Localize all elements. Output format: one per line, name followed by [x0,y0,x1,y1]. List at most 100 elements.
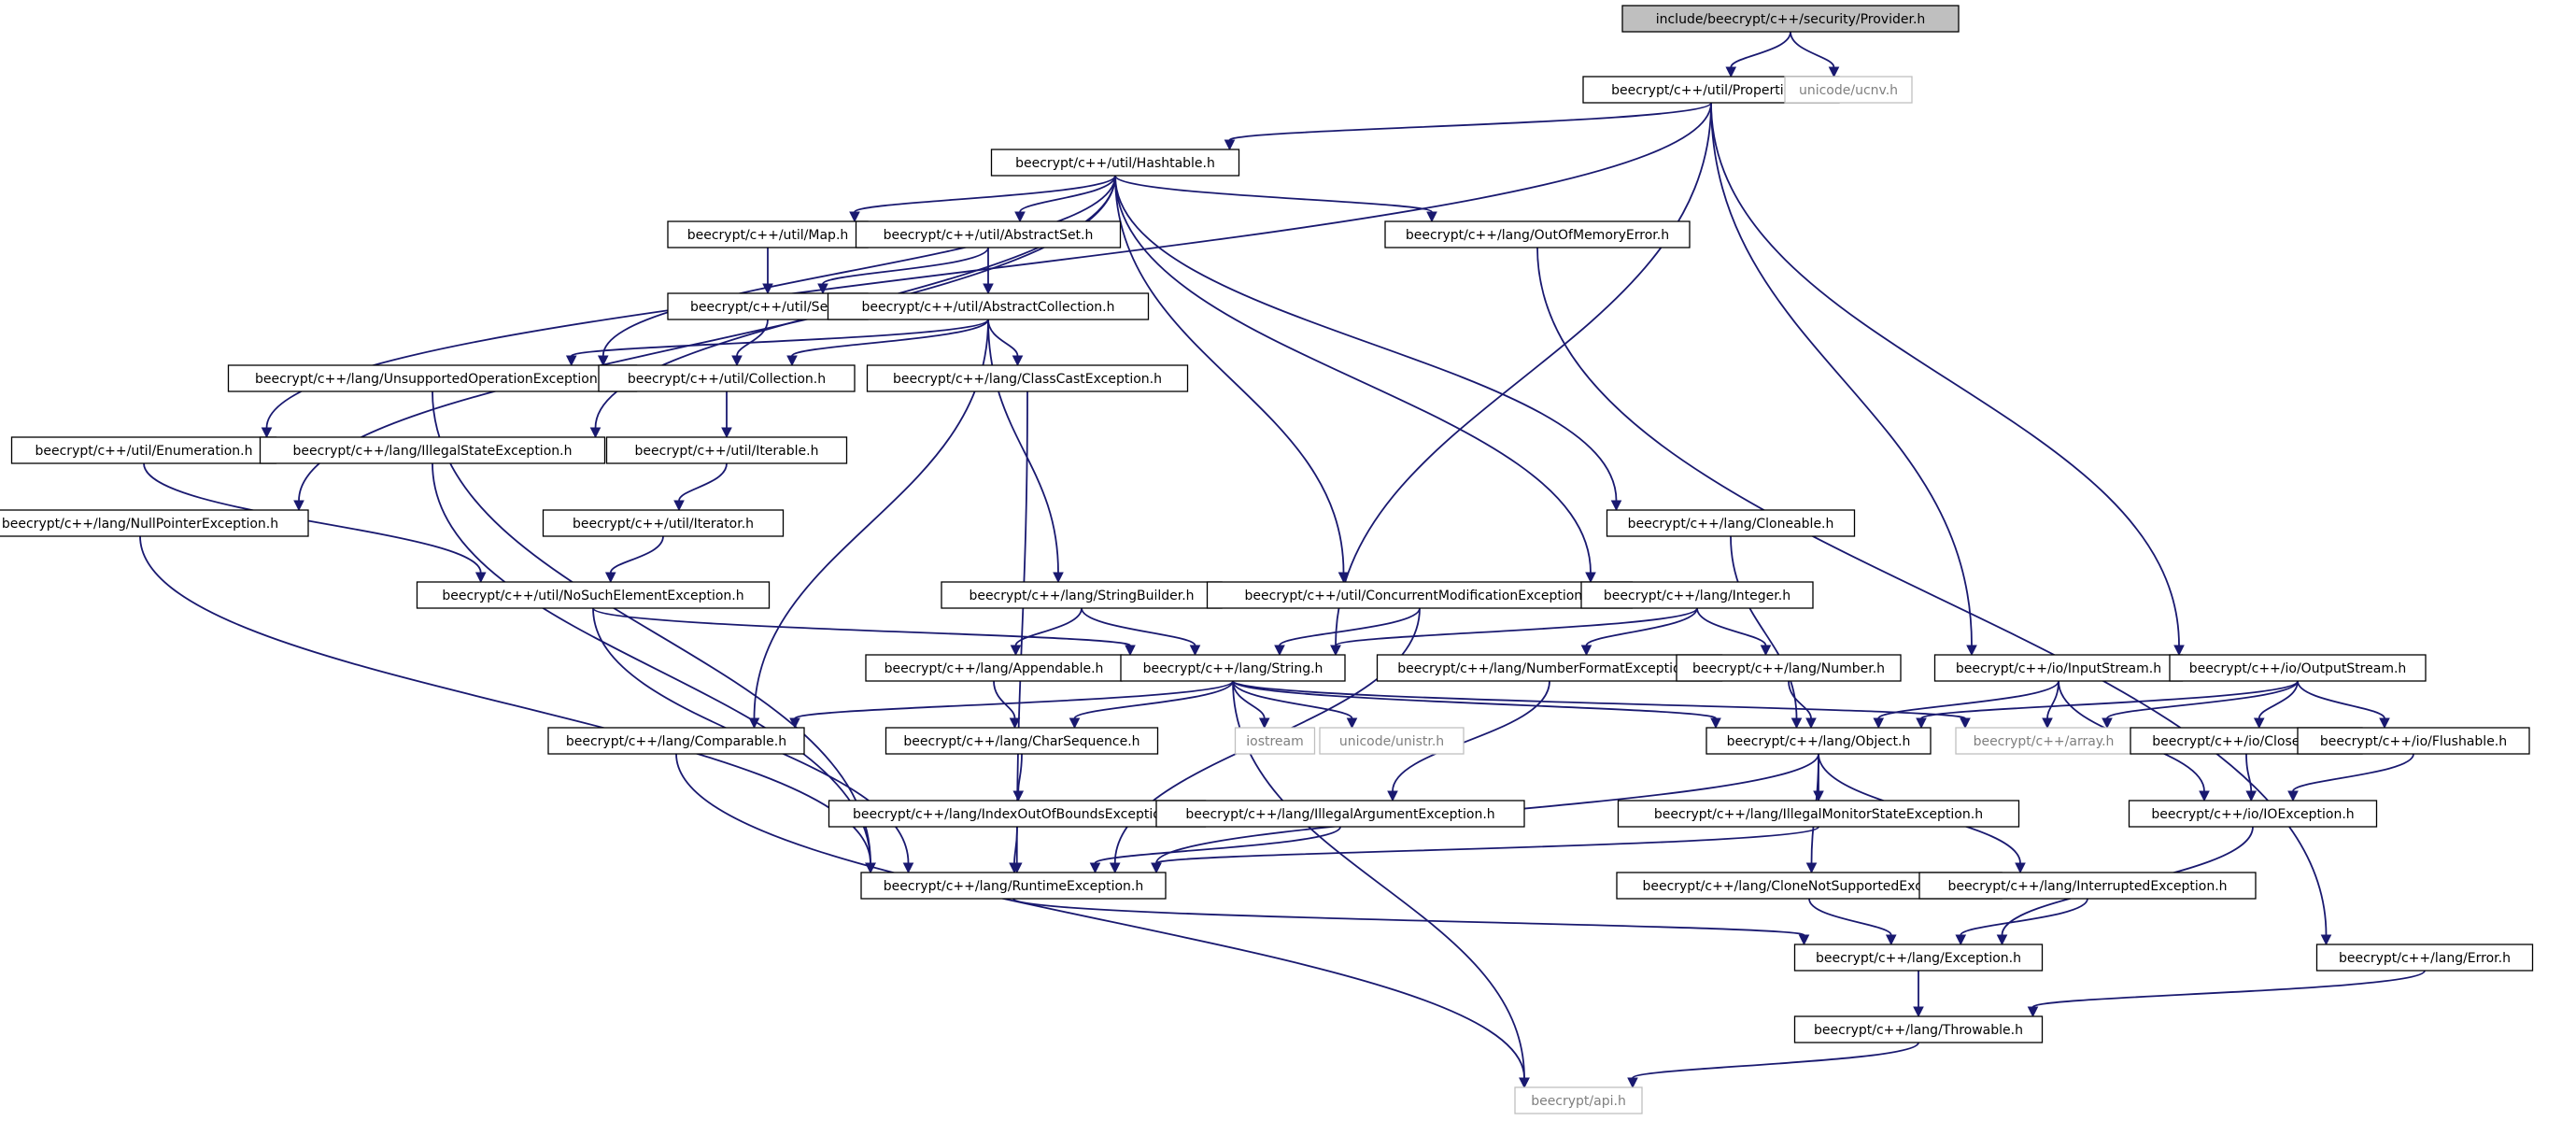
edge-string-to-comparable [794,680,1234,719]
node-box [866,364,1189,392]
node-box [1120,654,1346,682]
node-box [1514,1086,1643,1114]
graph-node-outputstream[interactable]: beecrypt/c++/io/OutputStream.h [2169,654,2427,682]
graph-node-abstractcollection[interactable]: beecrypt/c++/util/AbstractCollection.h [827,292,1150,320]
edge-arrowhead [604,572,616,584]
edge-hashtable-to-map [854,175,1116,213]
graph-node-ioexception[interactable]: beecrypt/c++/io/IOException.h [2128,800,2378,828]
edge-arrowhead [1966,645,1977,657]
graph-node-oome[interactable]: beecrypt/c++/lang/OutOfMemoryError.h [1384,220,1691,248]
graph-node-cme[interactable]: beecrypt/c++/util/ConcurrentModification… [1206,581,1634,609]
edge-arrowhead [1012,355,1024,367]
node-label: beecrypt/c++/lang/NumberFormatException.… [1397,661,1702,676]
graph-node-flushable[interactable]: beecrypt/c++/io/Flushable.h [2297,727,2530,755]
edge-arrowhead [1224,139,1236,151]
edge-arrowhead [1996,934,2008,946]
graph-node-integer[interactable]: beecrypt/c++/lang/Integer.h [1580,581,1814,609]
edge-arrowhead [1010,645,1022,657]
graph-node-ise[interactable]: beecrypt/c++/lang/IllegalStateException.… [259,436,606,464]
edge-outputstream-to-array [2106,680,2299,719]
edge-closeable-to-ioexception [2245,753,2253,792]
graph-node-cce[interactable]: beecrypt/c++/lang/ClassCastException.h [866,364,1189,392]
node-label: beecrypt/c++/lang/RuntimeException.h [884,879,1143,894]
graph-node-hashtable[interactable]: beecrypt/c++/util/Hashtable.h [990,149,1240,177]
edge-arrowhead [565,355,577,367]
node-label: beecrypt/c++/lang/String.h [1143,661,1323,676]
graph-node-nfe[interactable]: beecrypt/c++/lang/NumberFormatException.… [1376,654,1723,682]
graph-node-collection[interactable]: beecrypt/c++/util/Collection.h [598,364,856,392]
graph-node-abstractset[interactable]: beecrypt/c++/util/AbstractSet.h [855,220,1122,248]
graph-node-string[interactable]: beecrypt/c++/lang/String.h [1120,654,1346,682]
graph-node-iterable[interactable]: beecrypt/c++/util/Iterable.h [605,436,848,464]
graph-node-appendable[interactable]: beecrypt/c++/lang/Appendable.h [865,654,1123,682]
node-label: beecrypt/c++/lang/Exception.h [1816,951,2021,966]
edge-arrowhead [1627,1077,1638,1089]
graph-node-exception[interactable]: beecrypt/c++/lang/Exception.h [1793,944,2044,972]
node-box [1784,76,1913,104]
node-box [827,292,1150,320]
edge-iterable-to-iterator [678,462,728,502]
edge-arrowhead [2379,717,2390,730]
edge-properties-to-hashtable [1228,102,1712,141]
graph-node-throwable[interactable]: beecrypt/c++/lang/Throwable.h [1793,1015,2044,1043]
node-box [1384,220,1691,248]
graph-node-object[interactable]: beecrypt/c++/lang/Object.h [1706,727,1932,755]
edge-cce-to-runtimeexception [1015,390,1028,864]
edge-abstractcollection-to-collection [791,319,989,357]
node-label: beecrypt/c++/lang/NullPointerException.h [2,517,278,532]
graph-node-runtimeexception[interactable]: beecrypt/c++/lang/RuntimeException.h [860,872,1167,900]
edge-arrowhead [1580,645,1592,657]
edge-hashtable-to-cme [1114,175,1345,574]
node-box [1793,944,2044,972]
graph-node-enumeration[interactable]: beecrypt/c++/util/Enumeration.h [10,436,277,464]
graph-node-imse[interactable]: beecrypt/c++/lang/IllegalMonitorStateExc… [1617,800,2020,828]
graph-node-comparable[interactable]: beecrypt/c++/lang/Comparable.h [547,727,805,755]
edge-outputstream-to-object [1920,680,2299,719]
graph-node-nsee[interactable]: beecrypt/c++/util/NoSuchElementException… [416,581,771,609]
graph-node-iterator[interactable]: beecrypt/c++/util/Iterator.h [542,509,785,537]
node-box [605,436,848,464]
node-box [227,364,638,392]
edge-abstractcollection-to-uoe [570,319,989,357]
node-box [0,509,309,537]
node-label: beecrypt/c++/array.h [1974,734,2115,749]
graph-node-charsequence[interactable]: beecrypt/c++/lang/CharSequence.h [885,727,1159,755]
node-label: beecrypt/c++/util/Collection.h [628,372,826,387]
graph-node-iostream: iostream [1234,727,1316,755]
graph-node-error[interactable]: beecrypt/c++/lang/Error.h [2315,944,2534,972]
edge-properties-to-string [1335,102,1712,646]
node-box [1793,1015,2044,1043]
graph-node-map[interactable]: beecrypt/c++/util/Map.h [667,220,869,248]
edge-arrowhead [1012,790,1025,802]
graph-node-ioobe[interactable]: beecrypt/c++/lang/IndexOutOfBoundsExcept… [828,800,1207,828]
edge-arrowhead [789,717,800,730]
nodes-layer: include/beecrypt/c++/security/Provider.h… [0,5,2534,1114]
graph-node-number[interactable]: beecrypt/c++/lang/Number.h [1676,654,1902,682]
graph-node-npe[interactable]: beecrypt/c++/lang/NullPointerException.h [0,509,309,537]
graph-node-interrupted[interactable]: beecrypt/c++/lang/InterruptedException.h [1918,872,2257,900]
edge-npe-to-runtimeexception [139,535,871,864]
edge-iae-to-runtimeexception [1094,826,1341,864]
graph-node-stringbuilder[interactable]: beecrypt/c++/lang/StringBuilder.h [941,581,1223,609]
edge-arrowhead [1014,211,1026,223]
graph-node-cloneable[interactable]: beecrypt/c++/lang/Cloneable.h [1606,509,1856,537]
node-box [2297,727,2530,755]
edge-properties-to-inputstream [1710,102,1973,646]
graph-node-uoe[interactable]: beecrypt/c++/lang/UnsupportedOperationEx… [227,364,638,392]
graph-node-inputstream[interactable]: beecrypt/c++/io/InputStream.h [1933,654,2184,682]
node-label: beecrypt/c++/lang/CharSequence.h [903,734,1139,749]
edge-arrowhead [597,355,609,367]
edge-arrowhead [1274,645,1285,657]
node-box [1621,5,1960,33]
edge-appendable-to-charsequence [993,680,1016,719]
edge-arrowhead [1916,717,1927,730]
graph-node-iae[interactable]: beecrypt/c++/lang/IllegalArgumentExcepti… [1155,800,1525,828]
node-label: beecrypt/c++/util/Properties.h [1611,83,1811,98]
node-box [2128,800,2378,828]
node-label: beecrypt/c++/util/NoSuchElementException… [442,589,743,603]
edge-stringbuilder-to-appendable [1014,607,1083,646]
edge-runtimeexception-to-exception [1012,898,1805,936]
node-label: beecrypt/c++/lang/Throwable.h [1814,1023,2023,1038]
edge-arrowhead [817,283,828,295]
node-box [1955,727,2132,755]
